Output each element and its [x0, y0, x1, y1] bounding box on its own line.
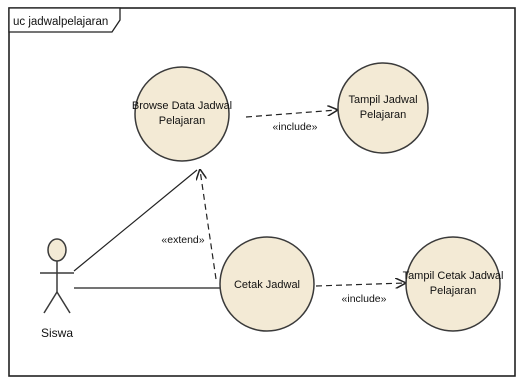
include-label-1: «include»: [273, 121, 318, 133]
actor-left-leg: [43, 291, 58, 314]
actor-siswa[interactable]: [40, 238, 74, 314]
usecase-tampil-shape: [337, 62, 429, 154]
usecase-tampil-cetak-shape: [405, 236, 501, 332]
usecase-tampil-label-line2: Pelajaran: [360, 109, 406, 121]
association-siswa-browse: [73, 169, 198, 272]
usecase-browse-label-line2: Pelajaran: [159, 115, 205, 127]
usecase-cetak-label-line1: Cetak Jadwal: [234, 279, 300, 291]
frame-title-tab: [8, 7, 121, 33]
usecase-cetak-jadwal[interactable]: Cetak Jadwal: [219, 236, 315, 332]
usecase-browse-label-line1: Browse Data Jadwal: [132, 100, 232, 112]
actor-label: Siswa: [41, 326, 73, 340]
usecase-browse-data-jadwal[interactable]: Browse Data Jadwal Pelajaran: [132, 66, 232, 162]
actor-head: [47, 238, 67, 262]
extend-arrow: [200, 170, 217, 280]
extend-label: «extend»: [161, 234, 204, 246]
include-label-2: «include»: [342, 293, 387, 305]
usecase-tampil-cetak-label-line2: Pelajaran: [430, 285, 476, 297]
usecase-tampil-cetak-label-line1: Tampil Cetak Jadwal: [403, 270, 504, 282]
usecase-browse-shape: [134, 66, 230, 162]
frame-title: uc jadwalpelajaran: [13, 16, 108, 28]
include-arrow-2: [315, 283, 405, 286]
actor-right-leg: [56, 291, 71, 314]
usecase-tampil-cetak-jadwal[interactable]: Tampil Cetak Jadwal Pelajaran: [403, 236, 504, 332]
usecase-tampil-label-line1: Tampil Jadwal: [348, 94, 417, 106]
usecase-tampil-jadwal[interactable]: Tampil Jadwal Pelajaran: [337, 62, 429, 154]
include-arrow-1: [245, 110, 337, 118]
usecase-cetak-shape: [219, 236, 315, 332]
